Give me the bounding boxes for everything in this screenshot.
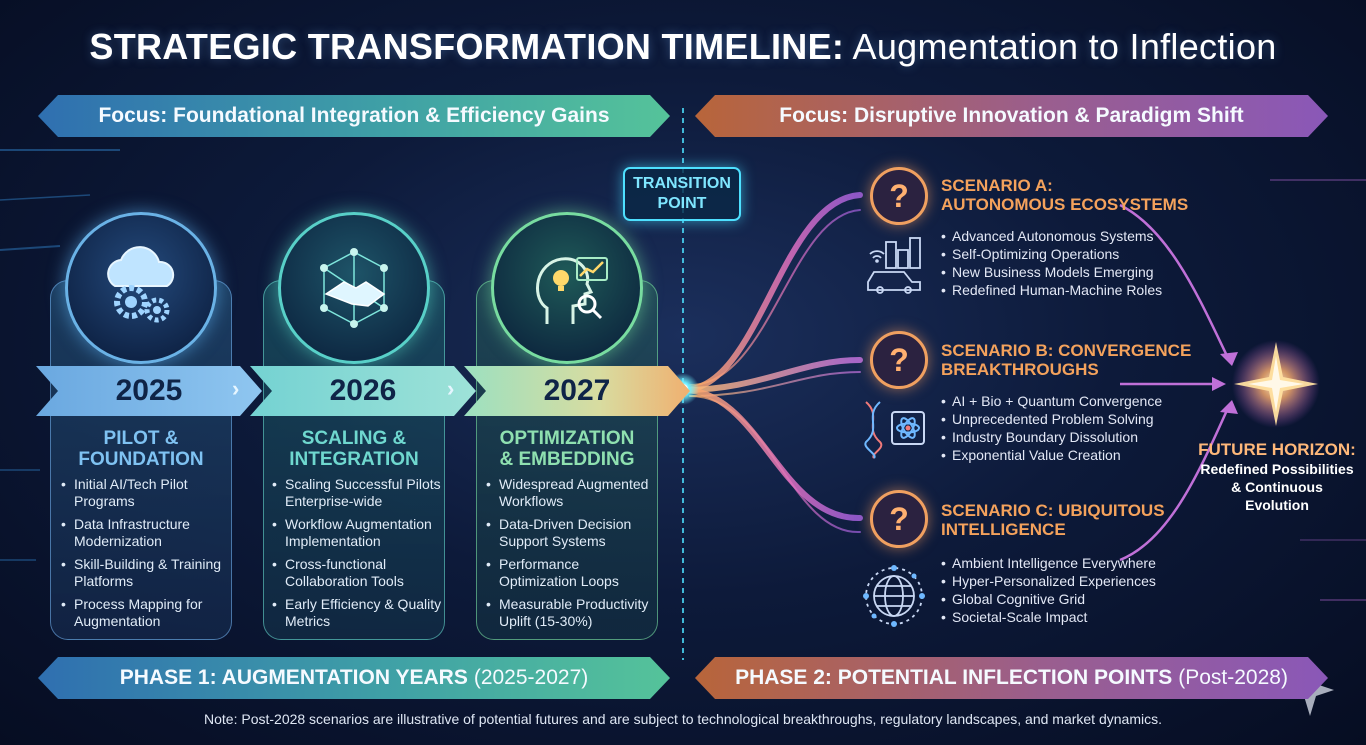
head-lightbulb-analytics-icon [491,212,643,364]
future-title: FUTURE HORIZON: [1198,440,1356,459]
phase2-bold: PHASE 2: POTENTIAL INFLECTION POINTS [735,666,1173,689]
year-phase-name: PILOT & FOUNDATION [50,428,232,470]
scenario-a-title: SCENARIO A: AUTONOMOUS ECOSYSTEMS [941,176,1188,214]
scenario-b-list: AI + Bio + Quantum Convergence Unprecede… [941,392,1162,464]
future-line1: Redefined Possibilities [1200,461,1354,477]
list-item: Self-Optimizing Operations [941,245,1162,263]
year-chevron-2026: 2026 [250,366,476,416]
scenario-title-line1: SCENARIO A: [941,176,1053,195]
list-item: Global Cognitive Grid [941,590,1156,608]
list-item: Cross-functional Collaboration Tools [272,556,444,590]
scenario-title-line2: AUTONOMOUS ECOSYSTEMS [941,195,1189,214]
scenario-title-line1: SCENARIO B: CONVERGENCE [941,341,1192,360]
list-item: Data-Driven Decision Support Systems [486,516,658,550]
year-phase-name: OPTIMIZATION & EMBEDDING [476,428,658,470]
question-mark: ? [889,341,909,378]
list-item: Ambient Intelligence Everywhere [941,554,1156,572]
future-line2: & Continuous [1231,479,1323,495]
focus-banner-right: Focus: Disruptive Innovation & Paradigm … [695,95,1328,137]
list-item: Industry Boundary Dissolution [941,428,1162,446]
scenario-c-list: Ambient Intelligence Everywhere Hyper-Pe… [941,554,1156,626]
question-icon: ? [870,490,928,548]
list-item: Unprecedented Problem Solving [941,410,1162,428]
phase-name-line2: & EMBEDDING [499,449,635,470]
list-item: AI + Bio + Quantum Convergence [941,392,1162,410]
phase-name-line1: SCALING & [301,428,407,449]
year-label: 2025 [115,374,183,407]
year-label: 2027 [543,374,611,407]
list-item: Exponential Value Creation [941,446,1162,464]
phase-name-line1: PILOT & [103,428,179,449]
transition-line2: POINT [657,195,707,212]
title-bold: STRATEGIC TRANSFORMATION TIMELINE: [89,26,845,67]
question-icon: ? [870,331,928,389]
handshake-network-icon [278,212,430,364]
chevron-right-icon: › [447,376,455,401]
list-item: Hyper-Personalized Experiences [941,572,1156,590]
year-phase-name: SCALING & INTEGRATION [263,428,445,470]
list-item: Workflow Augmentation Implementation [272,516,444,550]
question-mark: ? [889,177,909,214]
smart-city-car-icon [864,236,926,299]
phase1-thin: (2025-2027) [473,666,589,689]
year-chevron-2025: 2025 [36,366,262,416]
global-network-icon [862,564,926,633]
list-item: Societal-Scale Impact [941,608,1156,626]
future-horizon: FUTURE HORIZON: Redefined Possibilities … [1192,440,1362,514]
list-item: Skill-Building & Training Platforms [61,556,233,590]
scenario-title-line1: SCENARIO C: UBIQUITOUS [941,501,1165,520]
phase-name-line2: FOUNDATION [78,449,204,470]
transition-point: TRANSITION POINT [623,167,741,221]
focus-banner-left: Focus: Foundational Integration & Effici… [38,95,670,137]
cloud-gears-icon [65,212,217,364]
dna-chip-atom-icon [860,398,930,465]
phase1-banner: PHASE 1: AUGMENTATION YEARS (2025-2027) [38,657,670,699]
list-item: Process Mapping for Augmentation [61,596,233,630]
phase2-banner: PHASE 2: POTENTIAL INFLECTION POINTS (Po… [695,657,1328,699]
list-item: Initial AI/Tech Pilot Programs [61,476,233,510]
phase1-bold: PHASE 1: AUGMENTATION YEARS [119,666,468,689]
scenario-b-title: SCENARIO B: CONVERGENCE BREAKTHROUGHS [941,341,1191,379]
scenario-title-line2: INTELLIGENCE [941,520,1066,539]
phase2-thin: (Post-2028) [1178,666,1288,689]
list-item: Measurable Productivity Uplift (15-30%) [486,596,658,630]
page-title: STRATEGIC TRANSFORMATION TIMELINE: Augme… [0,26,1366,68]
list-item: Advanced Autonomous Systems [941,227,1162,245]
year-bullet-list: Widespread Augmented Workflows Data-Driv… [486,476,658,636]
list-item: Performance Optimization Loops [486,556,658,590]
future-line3: Evolution [1245,497,1309,513]
list-item: Data Infrastructure Modernization [61,516,233,550]
year-bullet-list: Initial AI/Tech Pilot Programs Data Infr… [61,476,233,636]
transition-line1: TRANSITION [633,175,731,192]
list-item: Scaling Successful Pilots Enterprise-wid… [272,476,444,510]
question-icon: ? [870,167,928,225]
footnote: Note: Post-2028 scenarios are illustrati… [204,711,1162,727]
phase-name-line1: OPTIMIZATION [499,428,635,449]
year-label: 2026 [329,374,397,407]
year-chevron-2027: 2027 [464,366,690,416]
focus-left-label: Focus: Foundational Integration & Effici… [98,104,610,127]
question-mark: ? [889,500,909,537]
title-light: Augmentation to Inflection [852,26,1277,67]
list-item: Widespread Augmented Workflows [486,476,658,510]
scenario-title-line2: BREAKTHROUGHS [941,360,1099,379]
chevron-right-icon: › [232,376,240,401]
list-item: Early Efficiency & Quality Metrics [272,596,444,630]
year-bullet-list: Scaling Successful Pilots Enterprise-wid… [272,476,444,636]
scenario-a-list: Advanced Autonomous Systems Self-Optimiz… [941,227,1162,299]
list-item: New Business Models Emerging [941,263,1162,281]
list-item: Redefined Human-Machine Roles [941,281,1162,299]
phase-name-line2: INTEGRATION [289,449,419,470]
scenario-c-title: SCENARIO C: UBIQUITOUS INTELLIGENCE [941,501,1165,539]
focus-right-label: Focus: Disruptive Innovation & Paradigm … [779,104,1244,127]
